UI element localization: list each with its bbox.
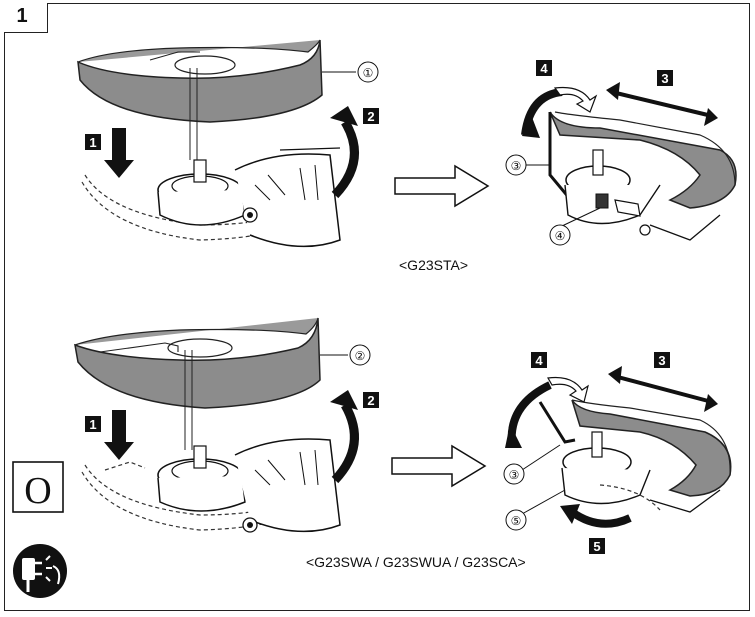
wheel-guard-installed-top <box>549 111 737 209</box>
step-badge-1 <box>85 134 101 150</box>
figure-number: 1 <box>16 5 28 27</box>
callout-wrench-top: ③ <box>511 159 522 173</box>
left-arrow-icon-top <box>606 82 620 100</box>
o-mark-label: O <box>24 470 51 512</box>
step-label-1-bottom: 1 <box>89 417 96 432</box>
top-left-illustration: 1 2 ① <box>77 39 379 248</box>
model-label-bottom: <G23SWA / G23SWUA / G23SCA> <box>306 554 526 570</box>
lever-arrow-icon <box>560 504 580 524</box>
callout-guard-bottom: ② <box>355 349 366 363</box>
callout-guard-top: ① <box>363 66 374 80</box>
wheel-guard-bottom <box>74 317 321 409</box>
step-badge-2 <box>363 108 379 124</box>
step-badge-3-top <box>657 70 673 86</box>
step-badge-1-bottom <box>85 416 101 432</box>
callout-wrench-bottom: ③ <box>509 468 520 482</box>
step-label-1: 1 <box>89 135 96 150</box>
step-badge-2-bottom <box>363 392 379 408</box>
step-badge-4-top <box>536 60 552 76</box>
next-arrow-icon-bottom <box>391 444 487 488</box>
step-label-4-top: 4 <box>540 61 548 76</box>
top-right-illustration: 4 3 ③ ④ <box>505 60 737 246</box>
figure-frame <box>4 3 750 611</box>
right-arrow-icon-bottom <box>704 394 718 412</box>
step-badge-5-bottom <box>589 538 605 554</box>
right-arrow-icon-top <box>704 108 718 126</box>
wheel-guard-installed-bottom <box>571 399 732 497</box>
callout-lever-bottom: ⑤ <box>511 514 522 528</box>
callout-clamp-top: ④ <box>555 229 566 243</box>
curved-arrow-icon-bottom <box>330 390 358 410</box>
figure-tab: 1 <box>4 3 48 33</box>
step-label-3-top: 3 <box>661 71 668 86</box>
step-badge-4-bottom <box>531 352 547 368</box>
wrench <box>538 401 576 444</box>
step-label-5-bottom: 5 <box>593 539 600 554</box>
model-label-top: <G23STA> <box>399 257 469 273</box>
down-arrow-icon <box>104 128 134 178</box>
o-mark-box: O <box>12 461 64 513</box>
rotate-arrow-icon-bottom <box>505 424 522 448</box>
curved-arrow-icon <box>330 106 358 126</box>
step-label-2-bottom: 2 <box>367 393 374 408</box>
step-label-2: 2 <box>367 109 374 124</box>
step-label-4-bottom: 4 <box>535 353 543 368</box>
down-arrow-icon-bottom <box>104 410 134 460</box>
unplug-icon <box>13 544 67 598</box>
rotate-arrow-icon-top <box>522 112 540 138</box>
step-label-3-bottom: 3 <box>658 353 665 368</box>
bottom-right-illustration: 4 3 5 ③ ⑤ <box>503 352 732 554</box>
step-badge-3-bottom <box>654 352 670 368</box>
left-arrow-icon-bottom <box>608 366 622 384</box>
bottom-left-illustration: 1 2 ② <box>74 317 379 533</box>
next-arrow-icon-top <box>394 164 490 208</box>
wheel-guard-top <box>77 39 323 123</box>
